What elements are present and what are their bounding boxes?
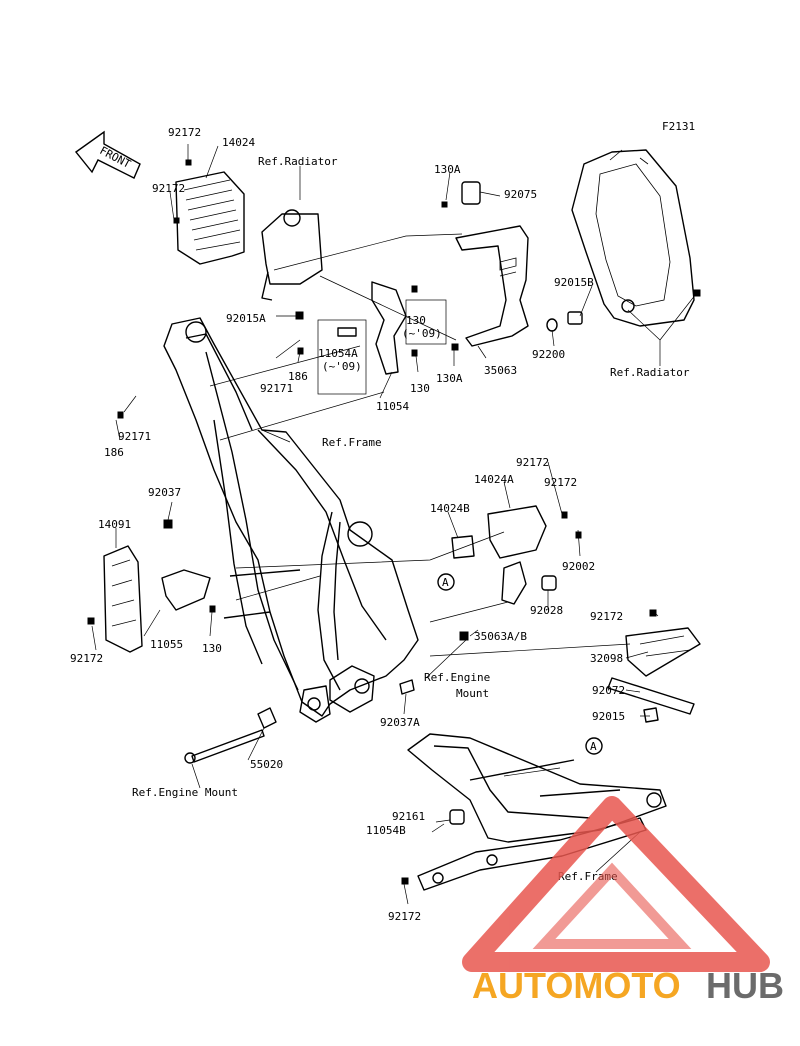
label-92171-b: 92171 xyxy=(118,430,151,443)
label-92015: 92015 xyxy=(592,710,625,723)
label-92075: 92075 xyxy=(504,188,537,201)
radiator-shroud-right xyxy=(571,149,701,327)
label-92172-left: 92172 xyxy=(152,182,185,195)
label-186-b: 186 xyxy=(104,446,124,459)
label-09-b: (~'09) xyxy=(322,360,362,373)
label-ref-engine-b: Mount xyxy=(456,687,489,700)
watermark-text-hub: HUB xyxy=(706,965,784,1006)
label-130-09: 130 xyxy=(406,314,426,327)
battery-case-32098 xyxy=(607,609,701,723)
label-11055: 11055 xyxy=(150,638,183,651)
label-14024b: 14024B xyxy=(430,502,470,515)
label-ref-engine-a: Ref.Engine xyxy=(424,671,490,684)
label-55020: 55020 xyxy=(250,758,283,771)
label-14024: 14024 xyxy=(222,136,255,149)
label-130a-mid: 130A xyxy=(436,372,463,385)
watermark-triangle-icon xyxy=(462,796,770,972)
label-92172-top: 92172 xyxy=(168,126,201,139)
figure-code: F2131 xyxy=(662,120,695,133)
label-92015a: 92015A xyxy=(226,312,266,325)
radiator-grille-14024 xyxy=(173,159,245,265)
chain-guard-14024A xyxy=(451,505,582,641)
callout-a-upper: A xyxy=(437,573,455,591)
label-92172-r2: 92172 xyxy=(544,476,577,489)
label-130-c: 130 xyxy=(202,642,222,655)
bolt-92171-left xyxy=(117,411,124,419)
label-09-a: (~'09) xyxy=(402,327,442,340)
front-arrow-icon: FRONT xyxy=(74,130,141,179)
label-130-b: 130 xyxy=(410,382,430,395)
label-14024a: 14024A xyxy=(474,473,514,486)
label-32098: 32098 xyxy=(590,652,623,665)
label-130a-top: 130A xyxy=(434,163,461,176)
label-92172-r1: 92172 xyxy=(516,456,549,469)
engine-mount-bolt-55020 xyxy=(184,679,415,764)
label-92161: 92161 xyxy=(392,810,425,823)
label-ref-radiator-top: Ref.Radiator xyxy=(258,155,338,168)
callout-a-upper-text: A xyxy=(442,576,449,589)
label-92037: 92037 xyxy=(148,486,181,499)
label-92015b: 92015B xyxy=(554,276,594,289)
label-92028: 92028 xyxy=(530,604,563,617)
label-14091: 14091 xyxy=(98,518,131,531)
label-92200: 92200 xyxy=(532,348,565,361)
main-frame xyxy=(163,317,419,723)
label-92171-a: 92171 xyxy=(260,382,293,395)
label-92172-r3: 92172 xyxy=(590,610,623,623)
label-186-a: 186 xyxy=(288,370,308,383)
bolt-186-top xyxy=(297,347,304,355)
label-ref-engine-mount-bottom: Ref.Engine Mount xyxy=(132,786,238,799)
label-ref-frame-mid: Ref.Frame xyxy=(322,436,382,449)
label-ref-radiator-right: Ref.Radiator xyxy=(610,366,690,379)
callout-a-lower: A xyxy=(585,737,603,755)
label-11054: 11054 xyxy=(376,400,409,413)
label-35063ab: 35063A/B xyxy=(474,630,527,643)
label-11054b: 11054B xyxy=(366,824,406,837)
label-92172-bottom: 92172 xyxy=(388,910,421,923)
label-11054a: 11054A xyxy=(318,347,358,360)
bracket-35063 xyxy=(441,181,583,351)
radiator-reservoir xyxy=(261,209,323,320)
label-92172-bl: 92172 xyxy=(70,652,103,665)
watermark-logo xyxy=(462,796,770,972)
label-35063: 35063 xyxy=(484,364,517,377)
callout-a-lower-text: A xyxy=(590,740,597,753)
side-plate-14091 xyxy=(87,519,216,653)
watermark-text-auto: AUTOMOTO xyxy=(472,965,681,1006)
label-92037a: 92037A xyxy=(380,716,420,729)
label-92072: 92072 xyxy=(592,684,625,697)
label-92002: 92002 xyxy=(562,560,595,573)
leader-lines xyxy=(91,144,697,905)
